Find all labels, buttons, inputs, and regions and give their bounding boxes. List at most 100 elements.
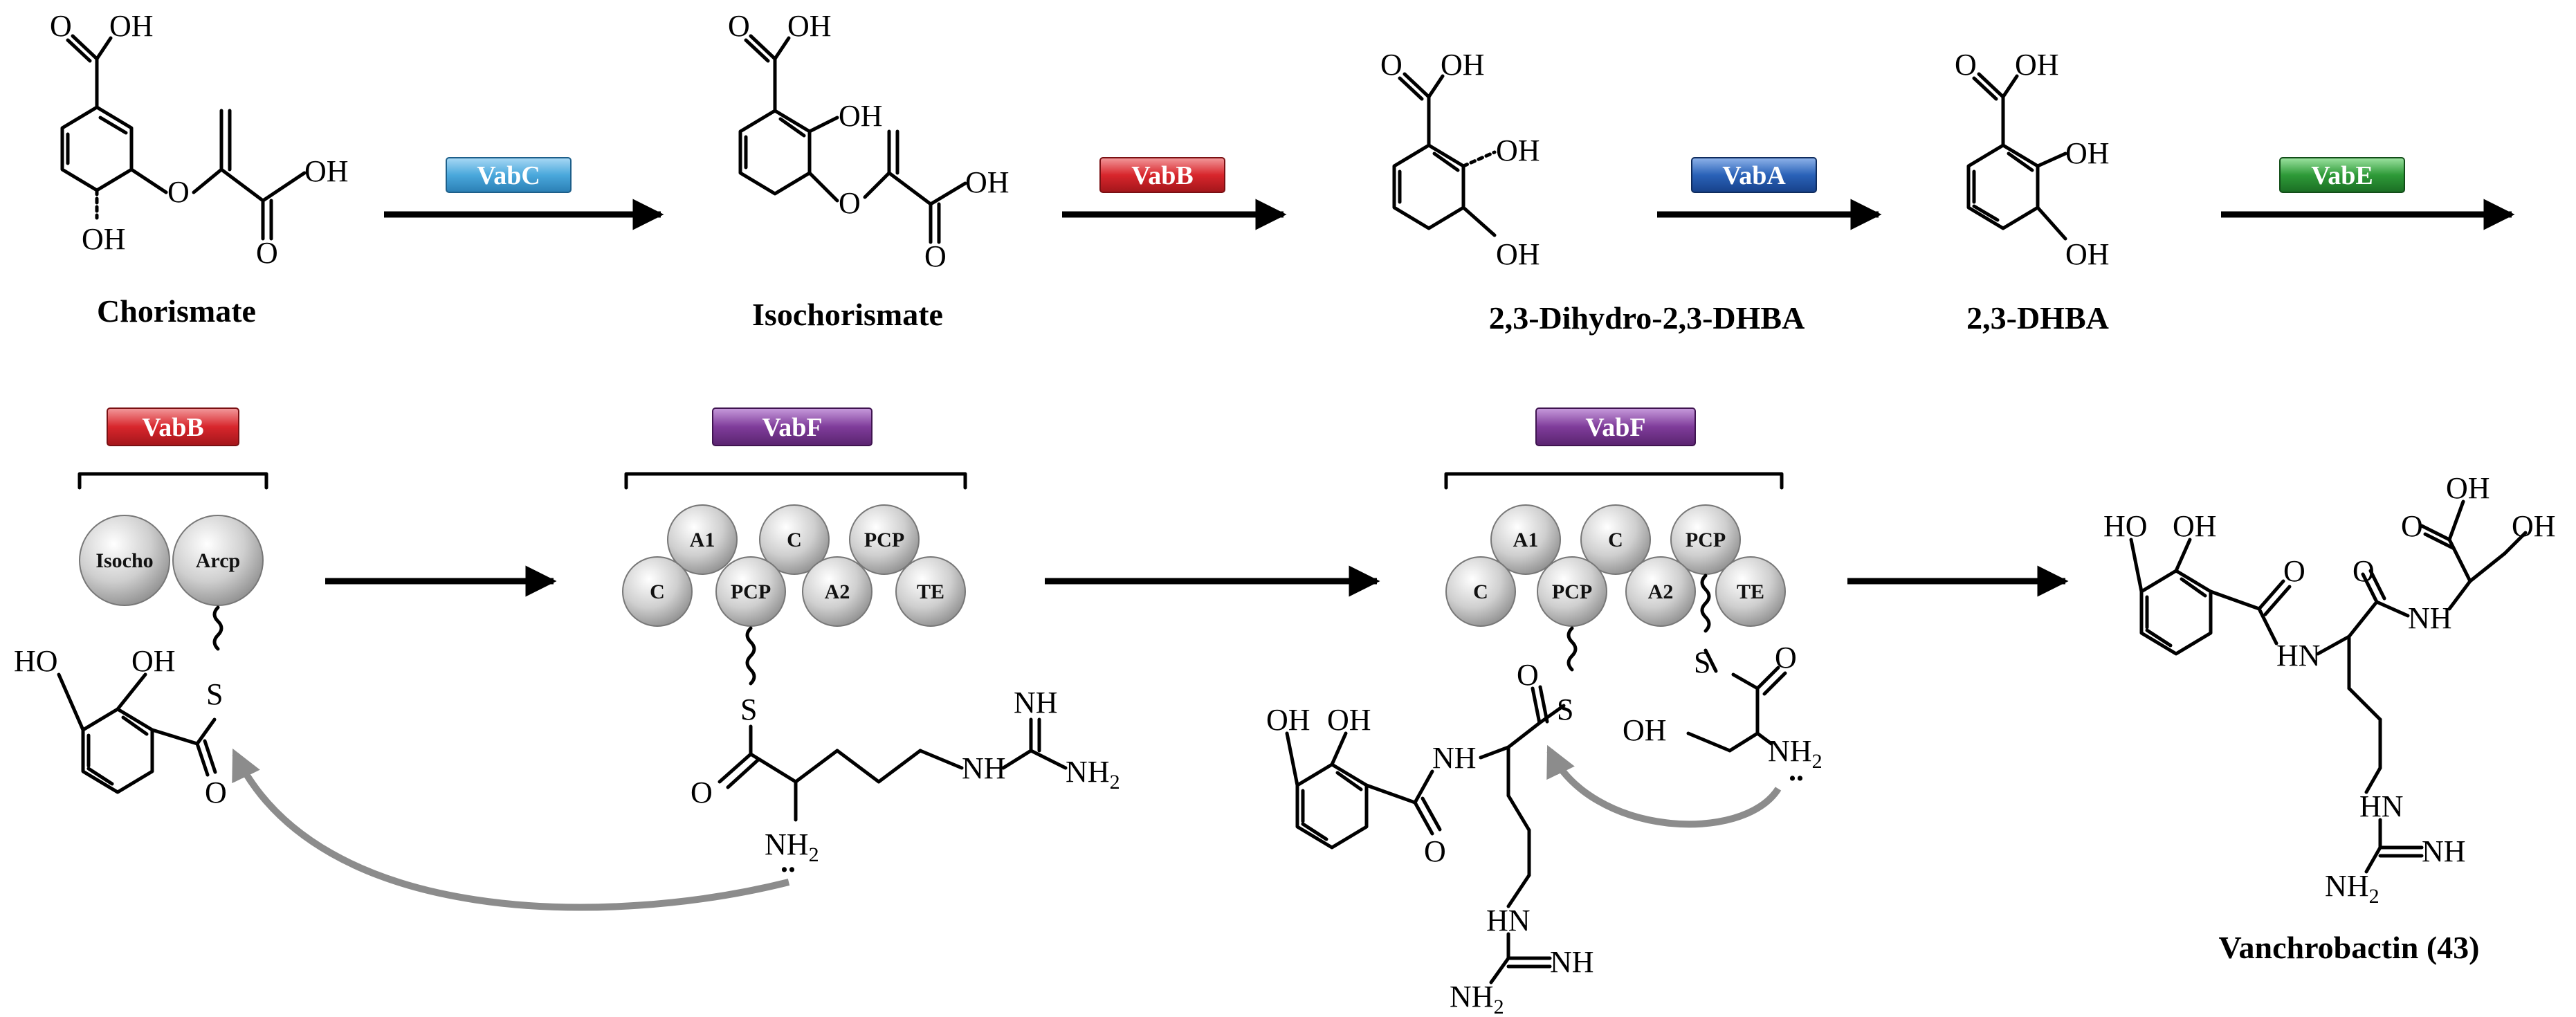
- atom-label: S: [1694, 645, 1710, 679]
- dhb-arg-pcp-intermediate: OH OH NH O O S HN NH NH2: [1266, 658, 1594, 1017]
- atom-label: NH: [2422, 834, 2466, 868]
- enzyme-vabb-box: [1099, 157, 1225, 193]
- atom-subscript: 2: [2369, 885, 2379, 908]
- domain-a1: [1490, 504, 1561, 575]
- atom-label: O: [50, 9, 72, 43]
- atom-subscript: 2: [809, 843, 819, 866]
- atom-label: O: [924, 239, 947, 273]
- domain-c: [759, 504, 830, 575]
- domain-a2: [802, 556, 873, 627]
- atom-label: OH: [131, 644, 176, 678]
- phosphopantetheine-linker: [1566, 626, 1578, 672]
- label-dhba: 2,3-DHBA: [1966, 300, 2109, 336]
- atom-label: HN: [2276, 639, 2321, 672]
- enzyme-vaba-box: [1691, 157, 1817, 193]
- enzyme-vabf-label: VabF: [762, 413, 822, 442]
- vabf-domains-1: A1 C PCP C PCP A2 TE: [622, 504, 966, 627]
- domain-te: [895, 556, 966, 627]
- domain-label: PCP: [1686, 529, 1726, 551]
- atom-label: NH: [2408, 601, 2452, 635]
- atom-label: O: [2283, 554, 2305, 588]
- atom-label: O: [2401, 509, 2423, 543]
- atom-text: NH: [1450, 980, 1494, 1014]
- domain-label: C: [650, 580, 665, 603]
- atom-label: O: [167, 175, 190, 209]
- atom-label: OH: [2446, 471, 2490, 505]
- atom-label: HN: [1486, 904, 1531, 937]
- module-bracket: [77, 472, 268, 490]
- atom-label: OH: [787, 9, 832, 43]
- domain-label: C: [787, 529, 802, 551]
- atom-label: O: [839, 186, 861, 220]
- isochorismate-structure: O OH OH O OH O: [728, 9, 1010, 273]
- label-isochorismate: Isochorismate: [752, 297, 943, 332]
- nucleophilic-attack-arrow: [232, 748, 790, 911]
- atom-label: HO: [2103, 509, 2148, 543]
- domain-c: [622, 556, 693, 627]
- phosphopantetheine-linker: [1700, 574, 1711, 633]
- atom-label: OH: [839, 99, 883, 133]
- atom-label: OH: [2512, 509, 2556, 543]
- atom-label: O: [1775, 641, 1797, 675]
- atom-label: O: [1424, 834, 1446, 868]
- atom-label: HN: [2359, 789, 2404, 823]
- atom-label: NH: [1432, 741, 1477, 775]
- arginyl-pcp-thioester: S O NH2 .. NH NH NH2: [691, 686, 1120, 879]
- atom-label: OH: [1496, 237, 1540, 271]
- atom-label: O: [256, 236, 278, 270]
- dhba-structure: O OH OH OH: [1955, 48, 2110, 271]
- domain-label: TE: [1737, 580, 1764, 603]
- atom-label: NH: [1550, 945, 1594, 979]
- atom-subscript: 2: [1110, 771, 1120, 794]
- domain-c: [1445, 556, 1516, 627]
- enzyme-vaba-label: VabA: [1722, 161, 1786, 190]
- vabf-domains-2: A1 C PCP C PCP A2 TE: [1445, 504, 1786, 627]
- atom-label: S: [206, 677, 223, 711]
- atom-label: O: [1380, 48, 1403, 82]
- atom-label: OH: [1327, 703, 1371, 737]
- phosphopantetheine-linker: [212, 605, 223, 651]
- enzyme-vabf-box: [712, 407, 873, 446]
- atom-text: NH: [2325, 869, 2369, 903]
- atom-label: O: [2353, 554, 2375, 588]
- atom-label: S: [740, 693, 757, 726]
- atom-label: OH: [1623, 713, 1667, 747]
- enzyme-vabe-label: VabE: [2311, 161, 2373, 190]
- atom-label: NH2: [2325, 869, 2379, 908]
- atom-label: O: [728, 9, 750, 43]
- atom-label: NH: [962, 751, 1006, 785]
- enzyme-vabe-box: [2279, 157, 2405, 193]
- nucleophilic-attack-arrow: [1546, 744, 1782, 828]
- module-bracket: [624, 472, 967, 490]
- atom-label: NH: [1014, 686, 1058, 720]
- domain-isocho: [79, 515, 170, 606]
- atom-label: HO: [14, 644, 58, 678]
- atom-label: S: [1557, 693, 1573, 726]
- atom-label: OH: [82, 222, 126, 256]
- atom-label: OH: [304, 154, 349, 188]
- atom-label: NH2: [1450, 980, 1504, 1017]
- dihydro-dhba-structure: O OH OH OH: [1380, 48, 1540, 271]
- dhb-arcp-thioester: HO OH S O: [14, 644, 227, 809]
- atom-label: O: [205, 776, 227, 809]
- domain-label: PCP: [864, 529, 904, 551]
- atom-label: NH2: [765, 827, 819, 866]
- seryl-pcp-thioester: S O OH NH2 ..: [1623, 641, 1823, 787]
- enzyme-vabb-module-box: [107, 407, 239, 446]
- domain-label: C: [1473, 580, 1488, 603]
- domain-label: PCP: [1552, 580, 1592, 603]
- atom-label: O: [1517, 658, 1539, 692]
- label-dihydro-dhba: 2,3-Dihydro-2,3-DHBA: [1489, 300, 1805, 336]
- atom-label: OH: [1441, 48, 1485, 82]
- domain-label: Arcp: [196, 549, 240, 572]
- chorismate-structure: O OH O OH O OH: [50, 9, 349, 270]
- domain-arcp: [172, 515, 264, 606]
- atom-label: OH: [2173, 509, 2217, 543]
- domain-label: C: [1608, 529, 1623, 551]
- enzyme-vabc-label: VabC: [477, 161, 540, 190]
- domain-c: [1580, 504, 1651, 575]
- domain-label: A2: [1648, 580, 1674, 603]
- atom-label: OH: [1496, 134, 1540, 167]
- atom-label: OH: [2065, 136, 2110, 170]
- lone-pair: ..: [1789, 753, 1804, 787]
